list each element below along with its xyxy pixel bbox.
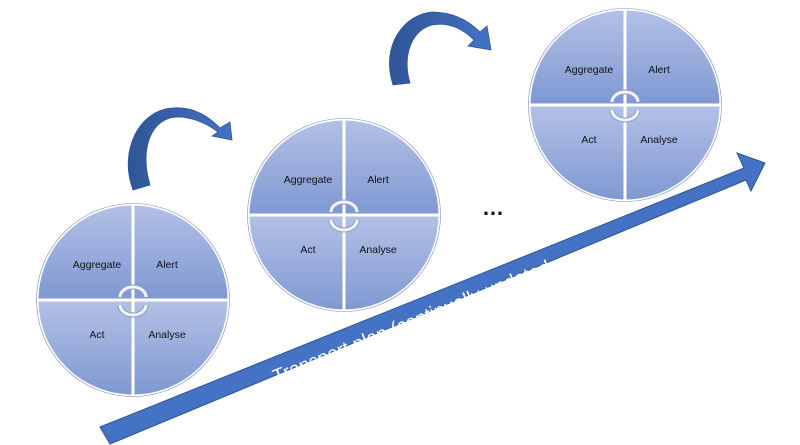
quadrant-bottom-left (527, 103, 627, 203)
curved-arrow-2 (389, 11, 492, 86)
label-bottom-right: Analyse (640, 134, 678, 146)
cycle-arrows-icon (328, 199, 360, 233)
quadrant-bottom-right (342, 213, 442, 313)
label-top-right: Alert (156, 259, 178, 271)
quadrant-top-right (131, 202, 231, 302)
ellipsis: … (482, 195, 504, 220)
quadrant-top-left (527, 7, 627, 107)
label-top-left: Aggregate (73, 259, 122, 271)
quadrant-top-left (246, 117, 346, 217)
label-top-right: Alert (648, 64, 670, 76)
circle-outline (36, 203, 230, 397)
quadrant-top-right (623, 7, 723, 107)
quadrant-bottom-right (623, 103, 723, 203)
quadrant-top-left (35, 202, 135, 302)
label-top-right: Alert (367, 174, 389, 186)
quadrant-bottom-right (131, 298, 231, 398)
label-bottom-left: Act (581, 134, 596, 146)
label-bottom-right: Analyse (359, 244, 397, 256)
circle-outline (528, 8, 722, 202)
label-bottom-left: Act (89, 329, 104, 341)
curved-arrow-1 (127, 107, 233, 191)
quadrant-top-right (342, 117, 442, 217)
label-top-left: Aggregate (565, 64, 614, 76)
circle-outline (247, 118, 441, 312)
cycle-arrows-icon (609, 89, 641, 123)
label-bottom-left: Act (300, 244, 315, 256)
cycle-arrows-icon (117, 284, 149, 318)
label-top-left: Aggregate (284, 174, 333, 186)
quadrant-bottom-left (246, 213, 346, 313)
label-bottom-right: Analyse (148, 329, 186, 341)
quadrant-bottom-left (35, 298, 135, 398)
